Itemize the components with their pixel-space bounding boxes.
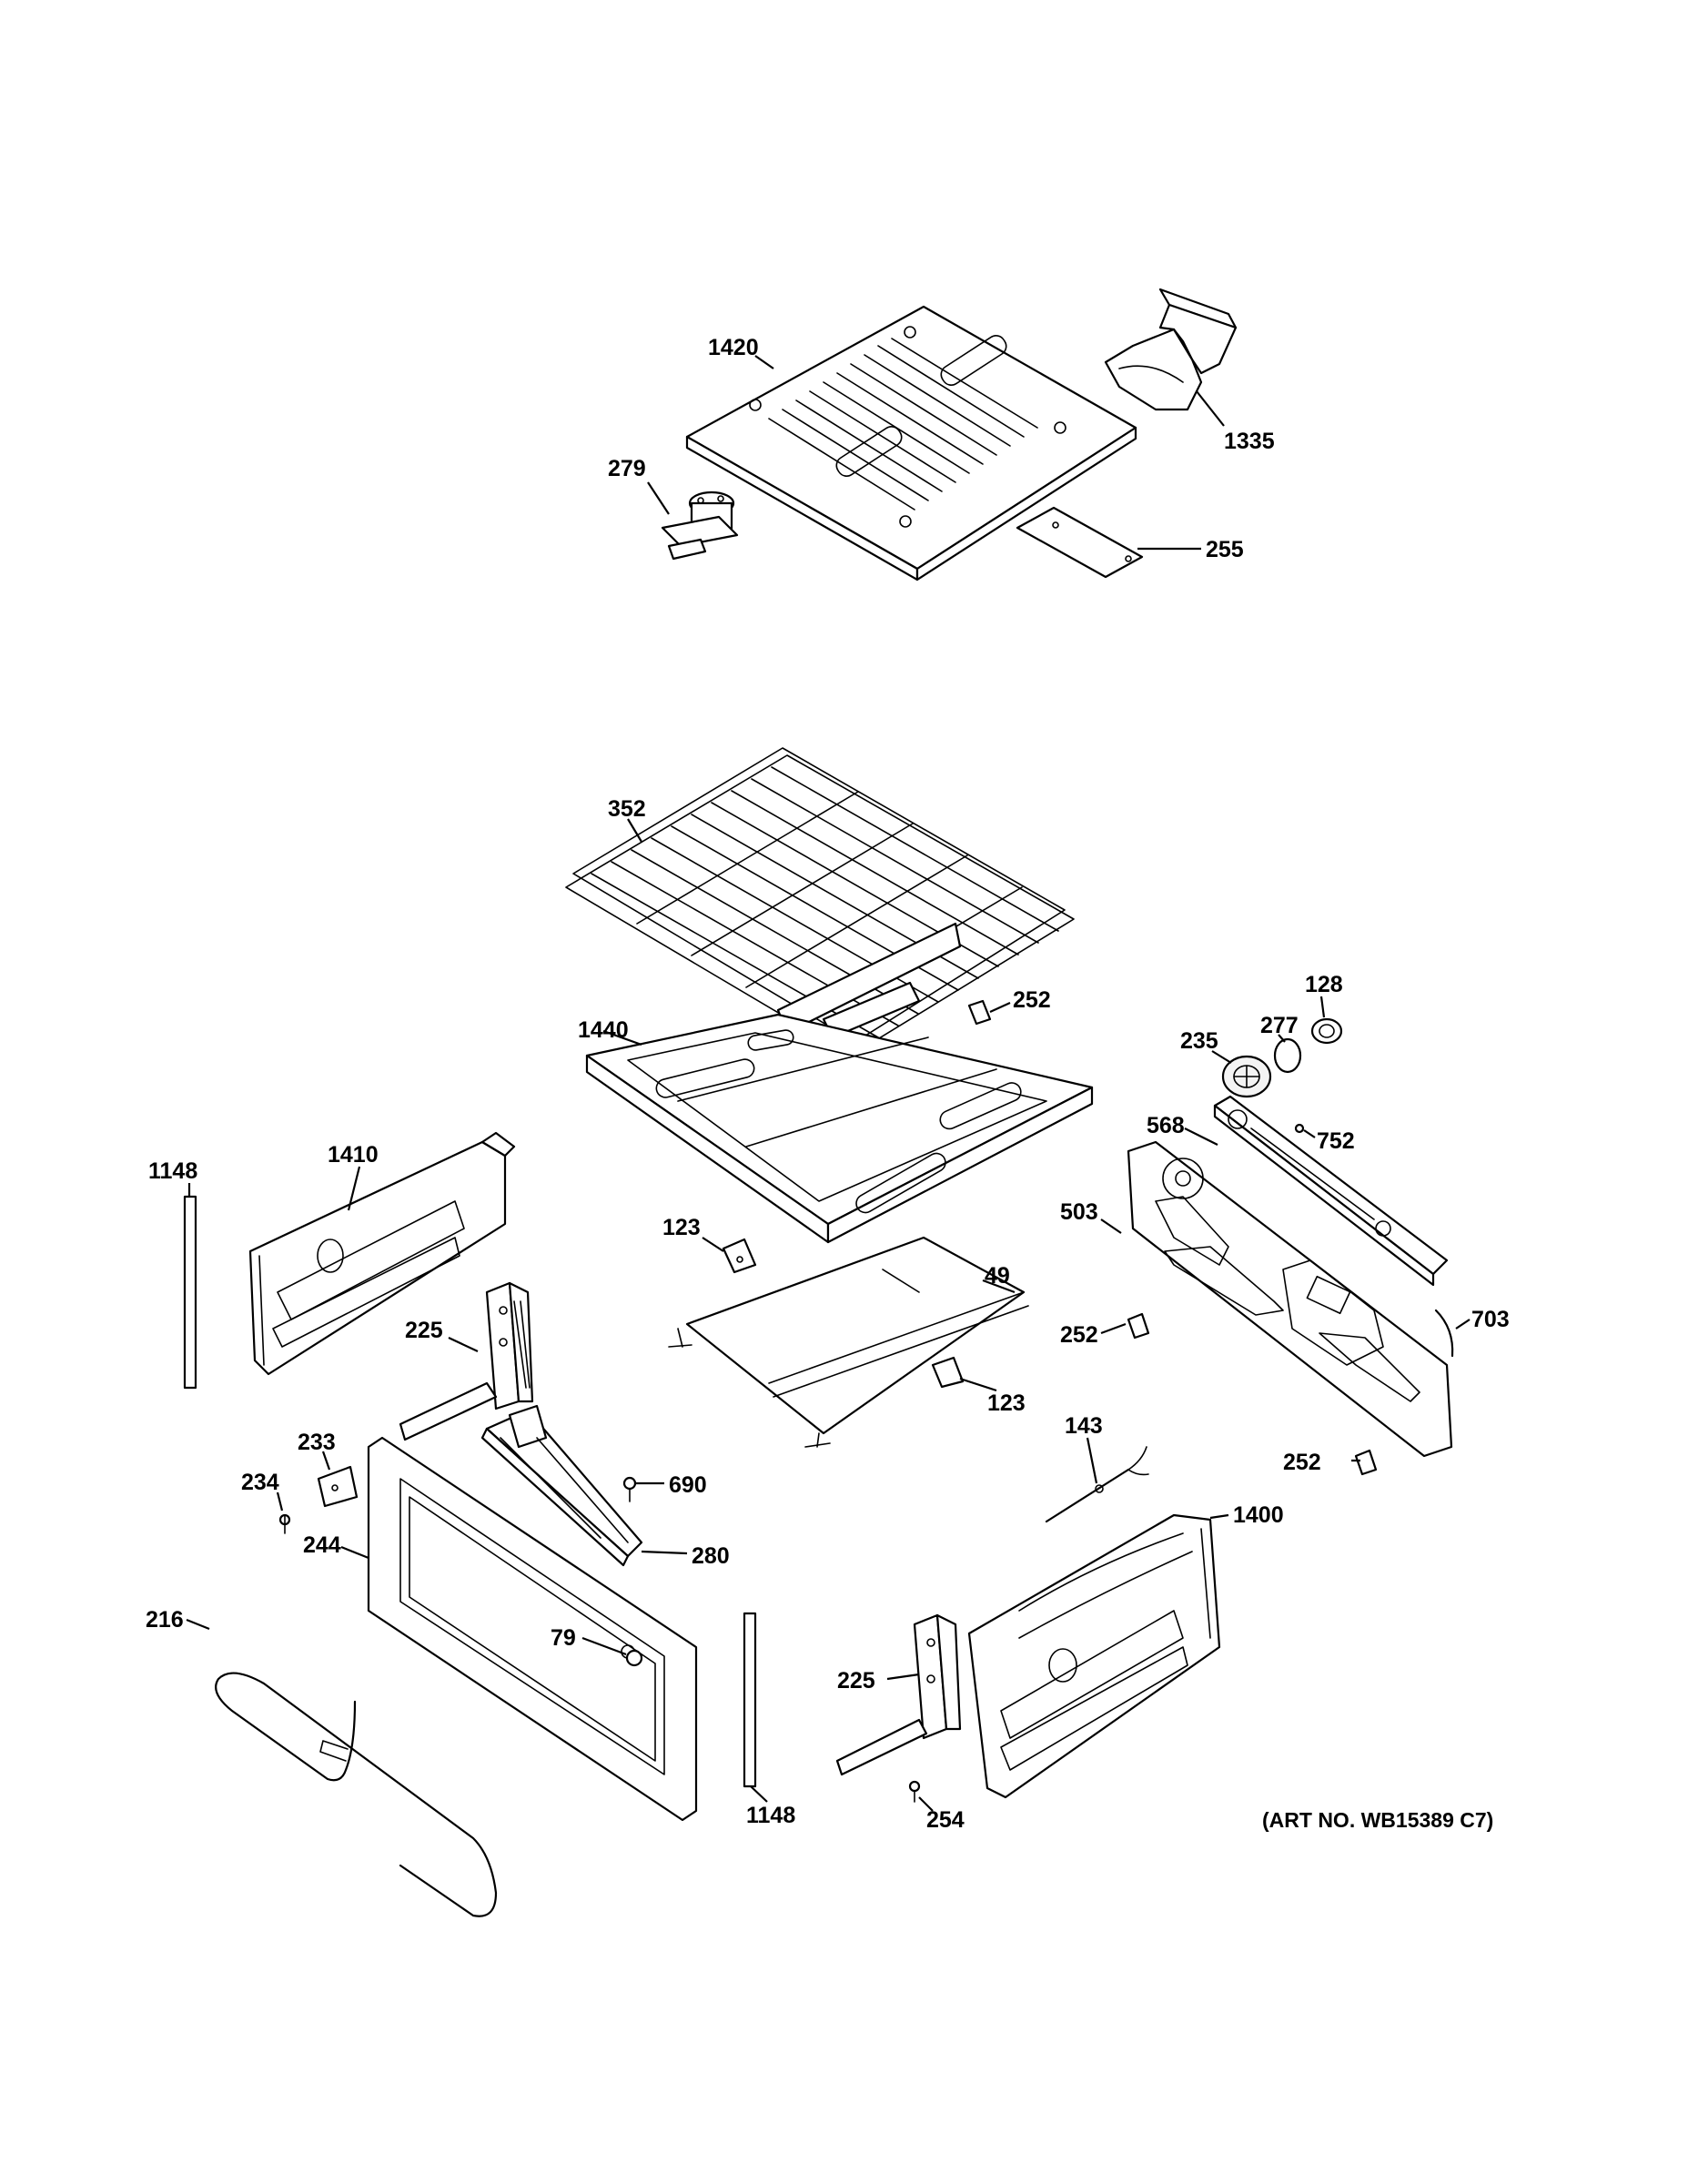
art-number: (ART NO. WB15389 C7)	[1262, 1808, 1493, 1832]
part-244-door-frame	[367, 1436, 698, 1822]
part-703-seal-strip	[1434, 1309, 1454, 1358]
callout-235: 235	[1180, 1028, 1218, 1054]
part-277-gasket	[1273, 1037, 1302, 1074]
part-1410-left-panel	[248, 1131, 516, 1376]
callout-252-lower: 252	[1283, 1450, 1321, 1475]
part-123-clip-b	[931, 1356, 965, 1389]
part-279-switch	[661, 490, 739, 561]
callout-1410: 1410	[328, 1142, 379, 1168]
part-280-hinge-arm	[480, 1404, 643, 1567]
callout-225-left: 225	[405, 1318, 443, 1343]
callout-252-middle: 252	[1060, 1322, 1098, 1348]
callout-233: 233	[298, 1430, 336, 1455]
part-234-screw	[278, 1513, 291, 1534]
part-225-hinge-left	[399, 1281, 534, 1441]
callout-244: 244	[303, 1532, 341, 1558]
part-216-door-gasket	[215, 1672, 498, 1917]
part-252-clip-upper	[967, 999, 992, 1026]
callout-123-lower: 123	[987, 1390, 1026, 1416]
part-1335-vent-duct	[1104, 288, 1238, 411]
part-1400-right-panel	[967, 1513, 1221, 1799]
callout-279: 279	[608, 456, 646, 481]
leader-lines	[186, 355, 1471, 1812]
callout-49: 49	[985, 1263, 1010, 1289]
callout-568: 568	[1147, 1113, 1185, 1138]
part-252-clip-lower	[1354, 1449, 1378, 1476]
part-252-clip-middle	[1127, 1312, 1150, 1340]
part-568-bracket	[1213, 1095, 1449, 1287]
callout-252-upper: 252	[1013, 987, 1051, 1013]
part-49-shield	[668, 1236, 1029, 1448]
callout-128: 128	[1305, 972, 1343, 997]
callout-254: 254	[926, 1807, 965, 1833]
part-1440-oven-bottom	[585, 1013, 1094, 1244]
callout-280: 280	[692, 1543, 730, 1569]
part-255-plate	[1016, 506, 1144, 579]
part-233-latch	[317, 1465, 359, 1508]
callout-216: 216	[146, 1607, 184, 1633]
part-254-screw	[908, 1780, 921, 1803]
callout-1335: 1335	[1224, 429, 1275, 454]
callout-752: 752	[1317, 1128, 1355, 1154]
callout-503: 503	[1060, 1199, 1098, 1225]
callout-1148-right: 1148	[746, 1803, 795, 1828]
callout-690: 690	[669, 1472, 707, 1498]
callout-labels: 1420 1335 279 255 352 252 1440 128 277 2…	[146, 335, 1510, 1833]
part-503-rear-panel	[1127, 1140, 1453, 1458]
part-752-screw	[1294, 1123, 1305, 1134]
callout-255: 255	[1206, 537, 1244, 562]
part-1420-top-panel	[685, 305, 1137, 581]
part-690-screw	[622, 1476, 637, 1502]
callout-234: 234	[241, 1470, 279, 1495]
part-1148-trim-strip-right	[743, 1612, 757, 1788]
part-1148-trim-strip-left	[183, 1195, 197, 1390]
part-352-oven-rack	[565, 747, 1075, 1057]
callout-225-right: 225	[837, 1668, 875, 1694]
part-143-sensor	[1045, 1446, 1149, 1523]
callout-1440: 1440	[578, 1017, 629, 1043]
callout-1420: 1420	[708, 335, 759, 360]
callout-123-upper: 123	[662, 1215, 701, 1240]
callout-143: 143	[1065, 1413, 1103, 1439]
callout-79: 79	[551, 1625, 576, 1651]
part-235-fan-motor	[1221, 1055, 1272, 1098]
part-225-hinge-right	[835, 1613, 962, 1776]
callout-1400: 1400	[1233, 1502, 1284, 1528]
callout-1148-left: 1148	[148, 1158, 197, 1184]
part-79-plug	[625, 1649, 643, 1667]
callout-703: 703	[1471, 1307, 1510, 1332]
part-123-clip-a	[722, 1238, 757, 1274]
callout-277: 277	[1260, 1013, 1299, 1038]
callout-352: 352	[608, 796, 646, 822]
part-128-ring	[1310, 1017, 1343, 1045]
